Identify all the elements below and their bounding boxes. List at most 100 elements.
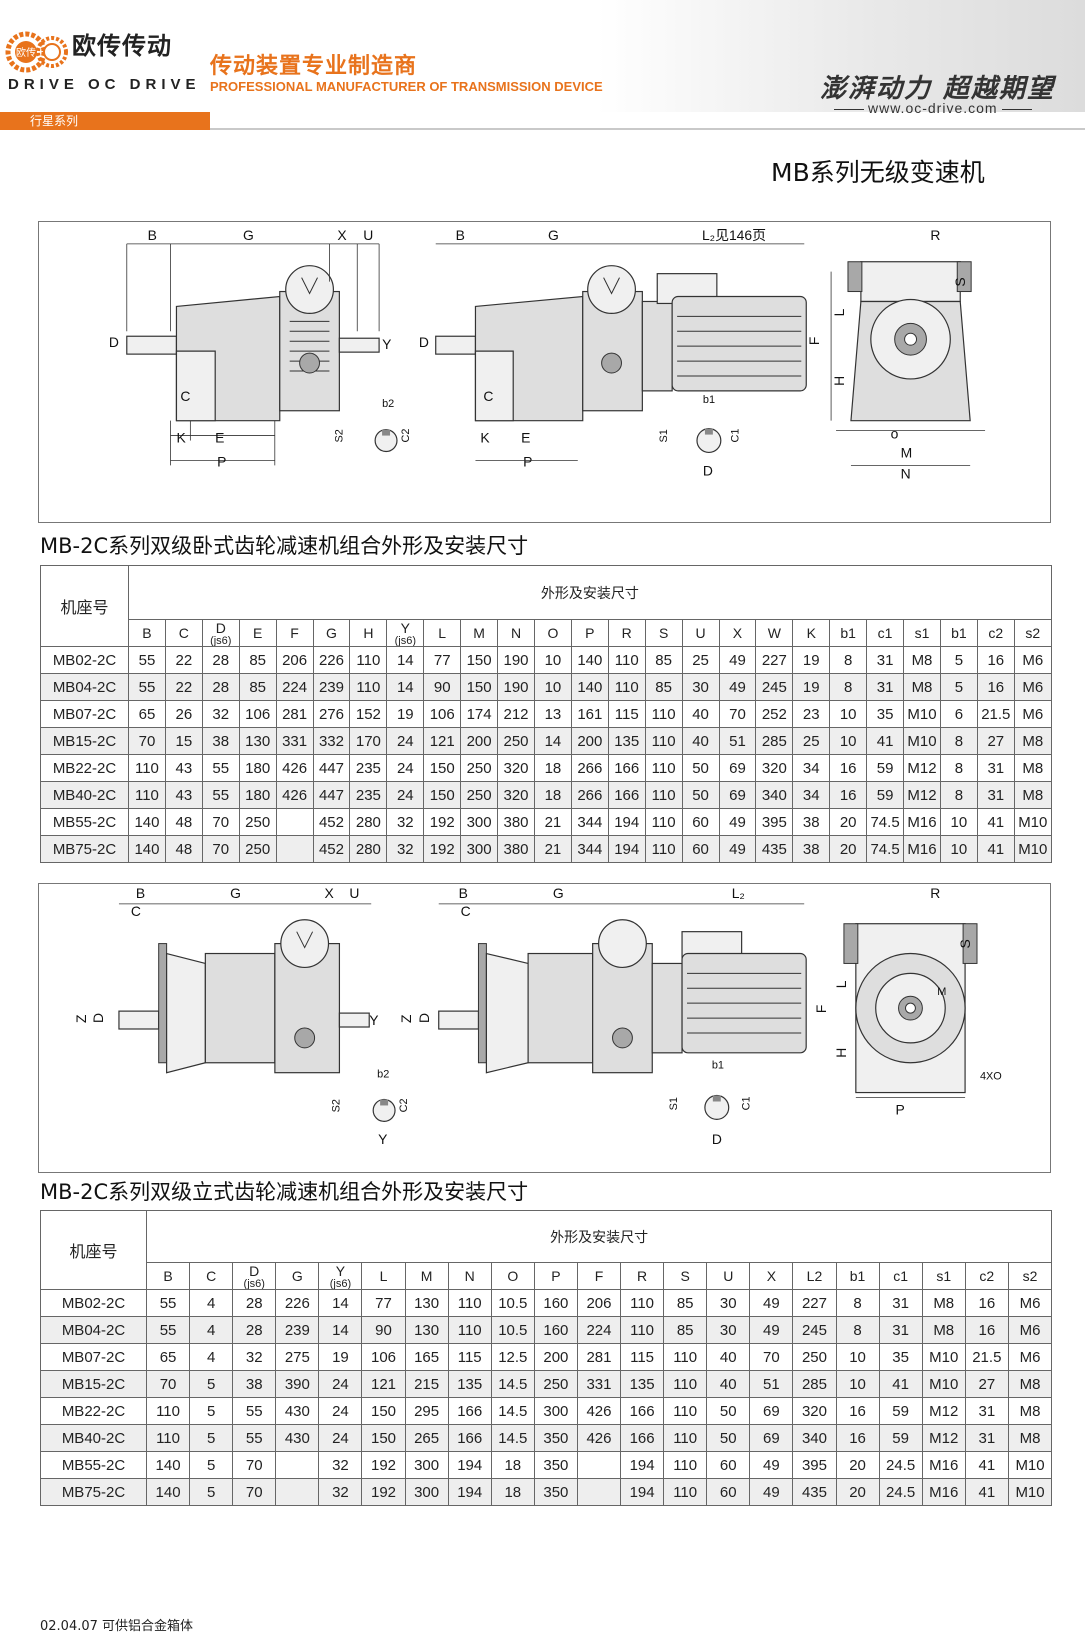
table-cell: M10 — [921, 1343, 966, 1371]
table-cell: 69 — [749, 1424, 794, 1452]
table-cell: M16 — [903, 808, 941, 836]
table-cell: 194 — [447, 1451, 492, 1479]
table-cell: 266 — [570, 781, 609, 809]
table-cell: 130 — [404, 1289, 449, 1317]
table-cell: 5 — [939, 646, 978, 674]
vertical-reducer-motor-view: B C G L₂ Z D F b1 S1 C1 D — [398, 885, 829, 1147]
dim-label-b1: b1 — [703, 394, 715, 406]
dim-label-G: G — [243, 227, 254, 243]
table-cell: 49 — [749, 1478, 794, 1506]
v-dim-label-S2: S2 — [330, 1099, 342, 1112]
table-cell: 14.5 — [490, 1370, 535, 1398]
table-cell: 48 — [164, 808, 203, 836]
table-cell: 190 — [497, 673, 535, 701]
dim-label-Y: Y — [382, 336, 391, 352]
column-header: L2 — [792, 1262, 837, 1290]
table-cell: 40 — [681, 727, 720, 755]
dim-label-S1: S1 — [658, 429, 670, 442]
table-cell: 285 — [792, 1370, 837, 1398]
table-cell: 150 — [460, 646, 499, 674]
table-cell: M6 — [1013, 646, 1052, 674]
table-cell: 140 — [145, 1478, 191, 1506]
column-header: D(js6) — [232, 1262, 277, 1290]
table-cell: 51 — [749, 1370, 794, 1398]
v-dim-label-Y: Y — [369, 1012, 378, 1028]
table-cell: 110 — [644, 808, 683, 836]
table-cell: 49 — [749, 1289, 794, 1317]
column-header: U — [681, 619, 720, 647]
table-cell: 40 — [681, 700, 720, 728]
table-cell: 180 — [238, 781, 277, 809]
dim-label-B: B — [148, 227, 157, 243]
dim-label-P: P — [217, 453, 226, 469]
table-cell: 55 — [232, 1424, 277, 1452]
table-cell: 320 — [755, 754, 794, 782]
dim-label-F: F — [806, 337, 822, 345]
section-title-vertical: MB-2C系列双级立式齿轮减速机组合外形及安装尺寸 — [40, 1180, 529, 1204]
table-cell: 110 — [644, 781, 683, 809]
table-cell: 250 — [533, 1370, 578, 1398]
vertical-mount-diagram: B C G X U Z D Y b2 S2 C2 Y — [38, 883, 1051, 1173]
dim-label-D: D — [109, 334, 119, 350]
table-cell: 160 — [533, 1316, 578, 1344]
header-band — [0, 0, 1085, 112]
table-cell: 31 — [964, 1397, 1009, 1425]
table-cell: 50 — [706, 1424, 751, 1452]
table-cell: 20 — [829, 808, 868, 836]
column-header: X — [749, 1262, 794, 1290]
table-cell: M10 — [1013, 835, 1052, 863]
column-header: G — [275, 1262, 320, 1290]
model-cell: MB22-2C — [40, 754, 129, 782]
brand-name-cn: 欧传传动 — [72, 32, 172, 60]
table-cell: 426 — [576, 1424, 622, 1452]
table-cell — [576, 1478, 622, 1506]
table-cell: 16 — [829, 781, 868, 809]
column-header: c1 — [878, 1262, 923, 1290]
table-cell: 8 — [939, 781, 978, 809]
series-tab[interactable]: 行星系列 — [0, 112, 210, 130]
v-dim-label-C: C — [131, 903, 141, 919]
table-cell: 34 — [792, 781, 831, 809]
table-cell: 14 — [318, 1316, 363, 1344]
reducer-motor-side-view: B G L₂见146页 D C K E P F b1 S1 C1 D — [419, 227, 822, 478]
table-cell — [275, 1451, 320, 1479]
model-cell: MB55-2C — [40, 1451, 147, 1479]
table-cell: 110 — [607, 646, 646, 674]
table-cell: 77 — [423, 646, 462, 674]
table-cell: 110 — [607, 673, 646, 701]
v-dim-label-C2: C2 — [398, 1098, 410, 1112]
table-cell: 77 — [361, 1289, 406, 1317]
series-divider — [210, 128, 1085, 130]
table-cell: 300 — [460, 808, 499, 836]
table-cell: 192 — [361, 1451, 406, 1479]
v-dim-label-C1: C1 — [741, 1096, 753, 1110]
column-header: R — [607, 619, 646, 647]
column-header: Y(js6) — [318, 1262, 363, 1290]
table-cell: 49 — [749, 1316, 794, 1344]
table-cell: 447 — [312, 754, 351, 782]
dimension-group-header: 外形及安装尺寸 — [128, 565, 1052, 620]
table-cell: 24 — [386, 781, 425, 809]
table-cell: 18 — [490, 1451, 535, 1479]
table-cell: 60 — [706, 1451, 751, 1479]
table-cell: 115 — [620, 1343, 665, 1371]
table-cell: M6 — [1013, 700, 1052, 728]
table-cell: 121 — [423, 727, 462, 755]
table-cell: 43 — [164, 754, 203, 782]
table-cell: 90 — [361, 1316, 406, 1344]
table-cell: 435 — [792, 1478, 837, 1506]
table-cell: 90 — [423, 673, 462, 701]
v2-dim-label-C: C — [461, 903, 471, 919]
table-cell: 70 — [201, 808, 240, 836]
website-link[interactable]: www.oc-drive.com — [830, 100, 1036, 116]
table-cell: 22 — [164, 646, 203, 674]
table-cell: 331 — [576, 1370, 622, 1398]
dim-label-S: S — [952, 277, 968, 286]
table-cell: 59 — [878, 1397, 923, 1425]
dim-label-D-key: D — [703, 462, 713, 478]
table-cell: 32 — [318, 1478, 363, 1506]
table-cell: 19 — [386, 700, 425, 728]
table-cell: 21 — [533, 808, 572, 836]
